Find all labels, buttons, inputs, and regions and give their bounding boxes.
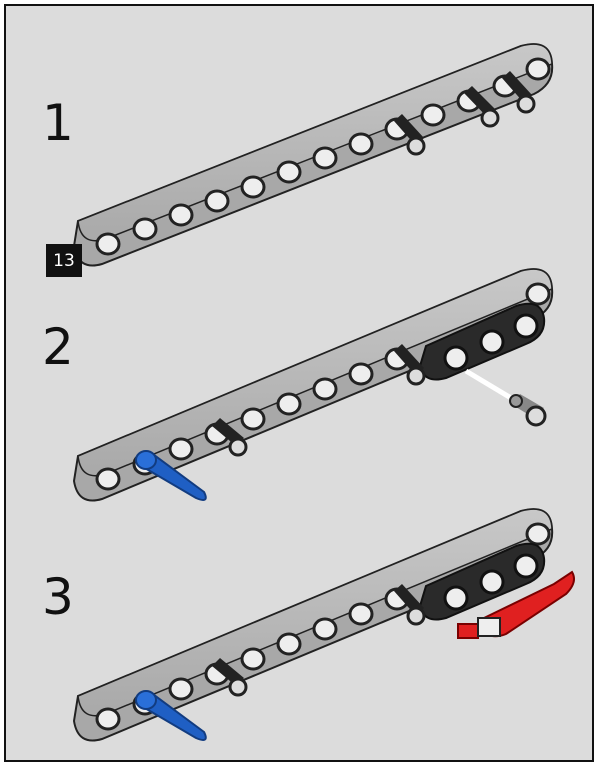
step-2-loose-pin [509,394,547,427]
step-number-3: 3 [42,568,74,626]
step-2-dark-liftarm [418,302,546,381]
step-3-blue-pin [135,690,207,741]
step-1-illustration [72,43,575,742]
step-1-beam [72,43,554,267]
step-3-red-lever [457,570,575,639]
page-number-badge: 13 [46,244,82,277]
step-2-blue-pin [135,450,207,501]
step-number-1: 1 [42,94,74,152]
step-3-beam [72,508,575,742]
step-1-pins [394,71,536,156]
step-2-beam [72,268,554,502]
step-3-dark-liftarm [418,542,546,621]
step-number-2: 2 [42,318,74,376]
instruction-page-frame: 1 [4,4,594,762]
